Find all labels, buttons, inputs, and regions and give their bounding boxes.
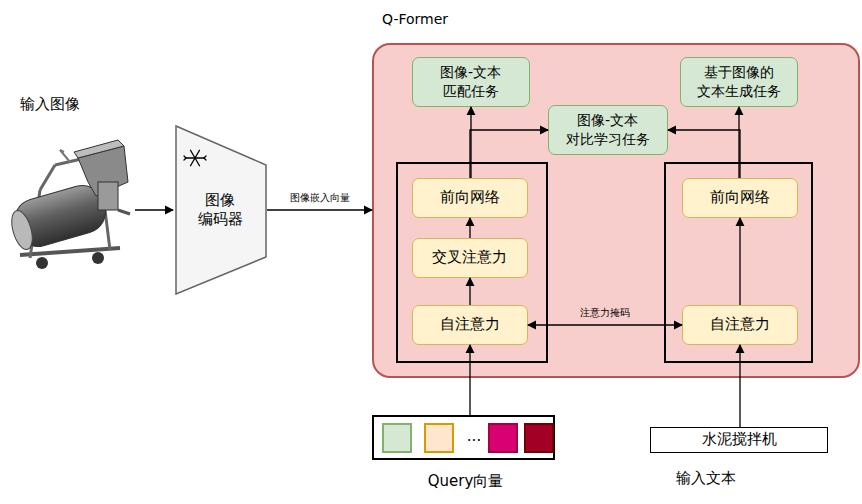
node-label: 图像 编码器	[190, 180, 250, 240]
edge-label: 注意力掩码	[555, 305, 655, 321]
connector-arrow	[739, 218, 740, 305]
node-label: ...	[457, 423, 491, 451]
task-box: 图像-文本 匹配任务	[412, 57, 530, 107]
layer-box: 自注意力	[412, 305, 528, 345]
qformer-panel: Q-Former图像-文本 匹配任务基于图像的 文本生成任务图像-文本 对比学习…	[372, 43, 860, 378]
query-vector-box: ...Query向量	[372, 415, 555, 460]
connector-arrow	[469, 345, 470, 415]
snowflake-symbol	[184, 150, 206, 166]
layer-stack-frame	[397, 163, 547, 362]
query-token-square	[525, 424, 553, 452]
node-label: 图像-文本 匹配任务	[413, 58, 528, 105]
layer-box: 自注意力	[682, 305, 798, 345]
query-token-square	[425, 424, 453, 452]
input-text-box: 水泥搅拌机输入文本	[650, 427, 828, 453]
edge-label: 图像嵌入向量	[270, 190, 370, 206]
query-token-square	[489, 424, 517, 452]
node-label: 自注意力	[683, 306, 796, 343]
node-label: 前向网络	[413, 179, 526, 216]
encoder-trapezoid: 图像 编码器	[175, 125, 267, 295]
node-label: Query向量	[394, 469, 537, 495]
layer-stack-frame	[665, 163, 812, 362]
task-box: 图像-文本 对比学习任务	[548, 105, 668, 155]
node-label: 前向网络	[683, 179, 796, 216]
node-label: 图像-文本 对比学习任务	[549, 106, 666, 153]
node-label: 输入文本	[651, 466, 761, 492]
caption-label: 输入图像	[20, 92, 80, 116]
layer-box: 前向网络	[412, 178, 528, 218]
connector-arrow	[267, 209, 372, 210]
node-label: 水泥搅拌机	[651, 428, 827, 452]
node-label: 基于图像的 文本生成任务	[681, 58, 796, 105]
connector-arrow	[739, 345, 740, 427]
layer-box: 前向网络	[682, 178, 798, 218]
connector-arrow	[469, 278, 470, 305]
node-label: 自注意力	[413, 306, 526, 343]
node-label: Q-Former	[382, 7, 502, 31]
query-token-square	[383, 424, 411, 452]
encoder-outline	[176, 126, 266, 294]
node-label: 交叉注意力	[413, 239, 526, 276]
connector-arrow	[668, 130, 740, 178]
input-arrow	[135, 209, 173, 210]
connector-arrow	[738, 107, 739, 178]
connector-arrow	[469, 218, 470, 238]
connector-arrow	[470, 130, 548, 178]
task-box: 基于图像的 文本生成任务	[680, 57, 798, 107]
mixer-illustration	[8, 140, 130, 269]
connector-arrow	[470, 107, 471, 178]
layer-box: 交叉注意力	[412, 238, 528, 278]
connector-arrow	[528, 324, 682, 325]
